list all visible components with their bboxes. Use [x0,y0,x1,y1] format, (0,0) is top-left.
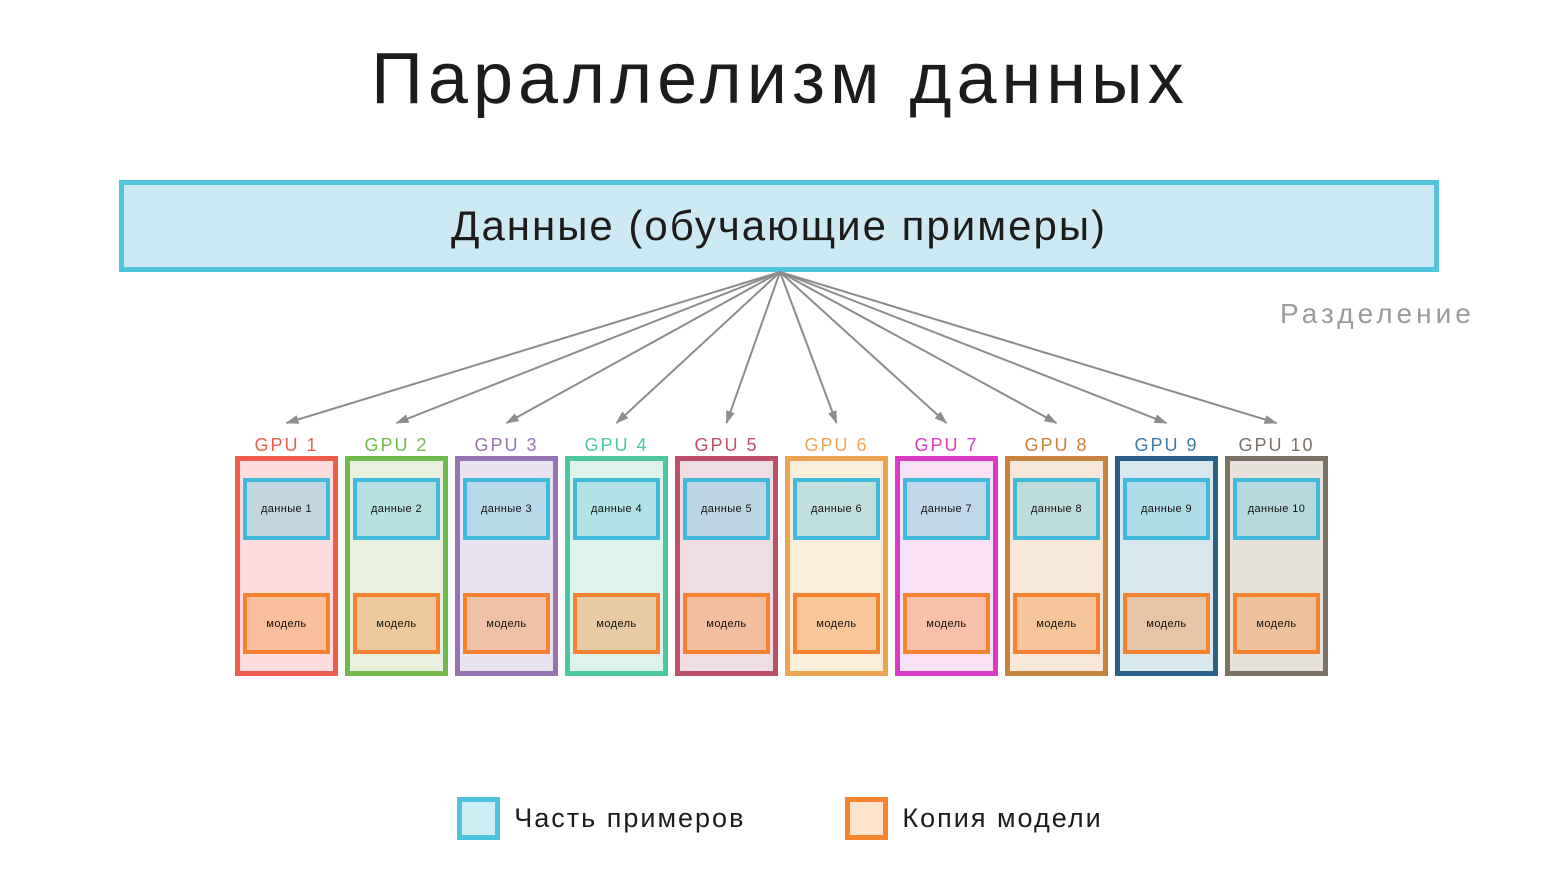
gpu-model-label: модель [1036,617,1077,630]
gpu-data-label: данные 3 [480,503,533,515]
gpu-model-label: модель [816,617,857,630]
legend-swatch-icon [845,797,889,840]
gpu-model-box: модель [353,593,440,654]
gpu-data-label: данные 7 [920,503,973,515]
data-box-label: Данные (обучающие примеры) [451,202,1107,249]
gpu-data-label: данные 6 [810,503,863,515]
gpu-box: данные 7 модель [895,456,998,676]
gpu-row: GPU 1 данные 1 модель GPU 2 данные 2 мод… [235,436,1328,676]
gpu-data-box: данные 8 [1013,478,1100,540]
gpu-data-box: данные 9 [1123,478,1210,540]
gpu-model-label: модель [596,617,637,630]
split-arrow [779,271,1278,424]
legend-item: Часть примеров [457,797,745,840]
gpu-data-label: данные 10 [1247,503,1306,515]
gpu-model-label: модель [486,617,527,630]
split-arrow [285,271,781,424]
gpu-model-box: модель [243,593,330,654]
split-label: Разделение [1280,298,1475,329]
gpu-model-box: модель [793,593,880,654]
gpu-label: GPU 4 [584,435,649,455]
split-arrow [505,271,781,424]
gpu-card: GPU 2 данные 2 модель [345,436,448,676]
split-arrow [779,271,1058,424]
gpu-model-label: модель [1256,617,1297,630]
gpu-card: GPU 7 данные 7 модель [895,436,998,676]
gpu-model-label: модель [376,617,417,630]
split-arrow [779,271,838,424]
gpu-card: GPU 8 данные 8 модель [1005,436,1108,676]
gpu-data-label: данные 2 [370,503,423,515]
gpu-label: GPU 10 [1238,435,1315,455]
split-arrow [779,271,948,424]
gpu-card: GPU 6 данные 6 модель [785,436,888,676]
gpu-label: GPU 6 [804,435,869,455]
gpu-model-box: модель [463,593,550,654]
gpu-data-box: данные 4 [573,478,660,540]
split-arrow [615,271,781,424]
gpu-model-box: модель [1013,593,1100,654]
gpu-model-label: модель [926,617,967,630]
gpu-box: данные 10 модель [1225,456,1328,676]
gpu-card: GPU 5 данные 5 модель [675,436,778,676]
gpu-model-box: модель [903,593,990,654]
gpu-model-box: модель [1233,593,1320,654]
gpu-data-box: данные 10 [1233,478,1320,540]
legend-label: Копия модели [902,803,1103,833]
gpu-label: GPU 9 [1134,435,1199,455]
gpu-label: GPU 2 [364,435,429,455]
gpu-card: GPU 9 данные 9 модель [1115,436,1218,676]
split-arrow [395,271,781,424]
gpu-data-box: данные 5 [683,478,770,540]
gpu-model-box: модель [1123,593,1210,654]
gpu-card: GPU 1 данные 1 модель [235,436,338,676]
gpu-model-box: модель [683,593,770,654]
gpu-data-label: данные 1 [260,503,313,515]
gpu-data-label: данные 5 [700,503,753,515]
gpu-data-box: данные 1 [243,478,330,540]
gpu-box: данные 5 модель [675,456,778,676]
gpu-data-box: данные 6 [793,478,880,540]
gpu-card: GPU 3 данные 3 модель [455,436,558,676]
legend: Часть примеров Копия модели [0,797,1560,840]
gpu-label: GPU 5 [694,435,759,455]
gpu-box: данные 3 модель [455,456,558,676]
gpu-model-box: модель [573,593,660,654]
gpu-box: данные 8 модель [1005,456,1108,676]
legend-swatch-icon [457,797,501,840]
gpu-box: данные 1 модель [235,456,338,676]
gpu-box: данные 9 модель [1115,456,1218,676]
gpu-model-label: модель [706,617,747,630]
split-arrow [779,271,1168,424]
gpu-label: GPU 3 [474,435,539,455]
legend-item: Копия модели [845,797,1102,840]
gpu-box: данные 2 модель [345,456,448,676]
page-title: Параллелизм данных [371,39,1189,119]
gpu-data-box: данные 2 [353,478,440,540]
gpu-data-box: данные 7 [903,478,990,540]
gpu-box: данные 6 модель [785,456,888,676]
legend-label: Часть примеров [514,803,746,833]
split-arrow [725,271,781,424]
gpu-model-label: модель [266,617,307,630]
gpu-card: GPU 10 данные 10 модель [1225,436,1328,676]
gpu-data-box: данные 3 [463,478,550,540]
gpu-label: GPU 7 [914,435,979,455]
gpu-data-label: данные 8 [1030,503,1083,515]
gpu-data-label: данные 9 [1140,503,1193,515]
gpu-box: данные 4 модель [565,456,668,676]
data-box: Данные (обучающие примеры) [119,180,1439,272]
gpu-model-label: модель [1146,617,1187,630]
gpu-data-label: данные 4 [590,503,643,515]
gpu-label: GPU 8 [1024,435,1089,455]
gpu-label: GPU 1 [254,435,319,455]
gpu-card: GPU 4 данные 4 модель [565,436,668,676]
